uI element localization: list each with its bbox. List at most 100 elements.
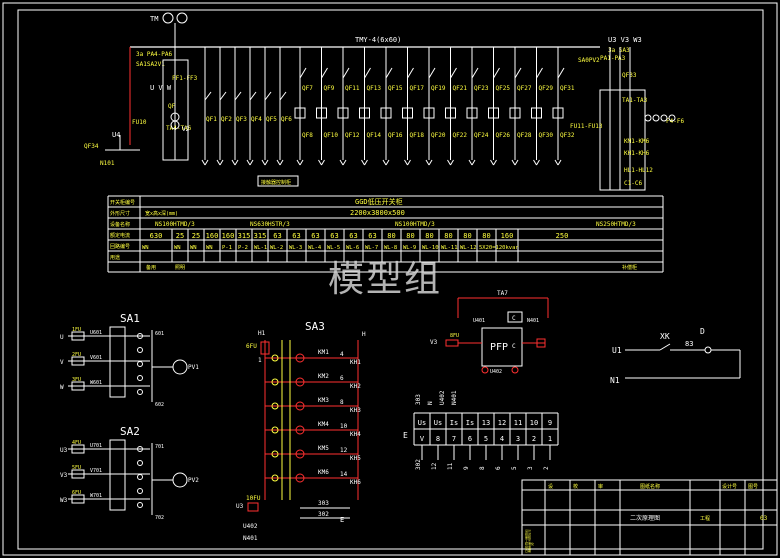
sa2-fuse [71, 469, 85, 479]
breaker-box [488, 107, 499, 119]
arrow-tick [514, 159, 519, 166]
breaker-left-label: QF3 [236, 116, 247, 123]
terminal-top-cell: 13 [482, 419, 490, 427]
circuit-label: WN [174, 245, 181, 251]
arrow-tick [342, 159, 347, 166]
watermark: 模型组 [328, 259, 443, 300]
sa3-title: SA3 [305, 320, 325, 333]
surge-icon [660, 114, 668, 122]
sa3-wire-number: 12 [340, 447, 348, 454]
breaker-top-label: QF21 [453, 85, 468, 92]
sa3-coil-label: KM3 [318, 397, 329, 404]
lamp-n1: N1 [610, 376, 620, 385]
sa1-fuse [71, 381, 85, 391]
pfc-node [511, 366, 519, 374]
sa3-e: E [340, 516, 344, 524]
n101-label: N101 [100, 160, 115, 167]
sa3-coil [295, 377, 305, 387]
arrow-tick [450, 159, 454, 166]
pfc-node [481, 366, 489, 374]
breaker-bottom-label: QF18 [410, 132, 425, 139]
sa3-wire-number: 10 [340, 423, 348, 430]
model-label: NS100HTMD/3 [155, 221, 195, 228]
sa3-indicator-label: KH2 [350, 383, 361, 390]
breaker-switch [299, 67, 307, 79]
terminal-bottom-code: 2 [543, 466, 550, 470]
arrow-tick [279, 159, 284, 166]
current-value: 315 [238, 232, 251, 240]
lamp-u1: U1 [612, 346, 622, 355]
terminal-bot-cell: 3 [516, 435, 520, 443]
project-name: 工程 [700, 515, 710, 522]
sa3-coil [295, 401, 305, 411]
sa2-phase: V3 [60, 472, 68, 479]
title-block [521, 479, 778, 556]
breaker-top-label: QF7 [302, 85, 313, 92]
breaker-switch [471, 67, 479, 79]
sa3-coil-label: KM6 [318, 469, 329, 476]
arrow-tick [404, 159, 408, 166]
sa1-fuse [71, 356, 85, 366]
arrow-tick [249, 159, 254, 166]
breaker-switch [428, 67, 436, 79]
title-head: 审 [598, 483, 603, 490]
sa3-bottom-fuse [247, 502, 259, 512]
sa3-coil-label: KM5 [318, 445, 329, 452]
sa1-contact [137, 389, 143, 395]
breaker-box [359, 107, 370, 119]
pfc-title: PFP [490, 342, 508, 353]
sa1-phase: W [60, 384, 64, 391]
c-right-label: C1-C6 [624, 180, 642, 187]
fu-right-label: FU11-FU13 [570, 123, 603, 130]
table-title: GGD低压开关柜 [355, 197, 403, 206]
u3v3w3-label: U3 V3 W3 [608, 36, 642, 44]
circuit-label: WL-6 [346, 245, 359, 251]
current-value: 63 [349, 232, 357, 240]
breaker-top-label: QF15 [388, 85, 403, 92]
breaker-top-label: QF23 [474, 85, 489, 92]
surge-icon [668, 114, 676, 122]
arrow-tick [382, 159, 387, 166]
breaker-switch [219, 91, 227, 101]
arrow-tick [264, 159, 269, 166]
pfc-fu: 8FU [450, 333, 459, 339]
arrow-tick [318, 159, 322, 166]
lamp-dot [704, 346, 712, 354]
sa2-meter-label: PV2 [188, 477, 199, 484]
surge-icon [644, 114, 652, 122]
breaker-box [316, 107, 327, 119]
sa3-indicator-label: KH3 [350, 407, 361, 414]
breaker-top-label: QF27 [517, 85, 532, 92]
sa3-fuse-label: 6FU [246, 343, 257, 350]
table-header-label: 设备名称 [110, 221, 130, 228]
sa1-out-bot: 602 [155, 402, 164, 408]
breaker-top-label: QF31 [560, 85, 575, 92]
pfc-u402: U402 [490, 369, 502, 375]
pfc-c: C [512, 315, 516, 322]
terminal-code: 303 [415, 394, 422, 405]
breaker-top-label: QF19 [431, 85, 446, 92]
breaker-switch [385, 67, 393, 79]
breaker-bottom-label: QF14 [367, 132, 382, 139]
arrow-tick [407, 159, 411, 166]
terminal-bot-cell: 7 [452, 435, 456, 443]
u4-label: U4 [112, 131, 120, 139]
current-value: 25 [192, 232, 200, 240]
arrow-tick [490, 159, 494, 166]
model-label: NS250HTMD/3 [596, 221, 636, 228]
title-row-label: 设计 [525, 528, 531, 533]
sa3-coil-label: KM2 [318, 373, 329, 380]
terminal-bot-cell: 1 [548, 435, 552, 443]
sa1-code: W601 [90, 380, 102, 386]
terminal-top-cell: 9 [548, 419, 552, 427]
arrow-tick [231, 159, 236, 166]
sa3-coil [295, 353, 305, 363]
terminal-top-cell: Is [450, 419, 458, 427]
pfc-u401: U401 [473, 318, 485, 324]
sa1-out-top: 601 [155, 331, 164, 337]
arrow-tick [204, 159, 209, 166]
terminal-bottom-code: 9 [463, 466, 470, 470]
main-incomer-box [162, 59, 189, 161]
